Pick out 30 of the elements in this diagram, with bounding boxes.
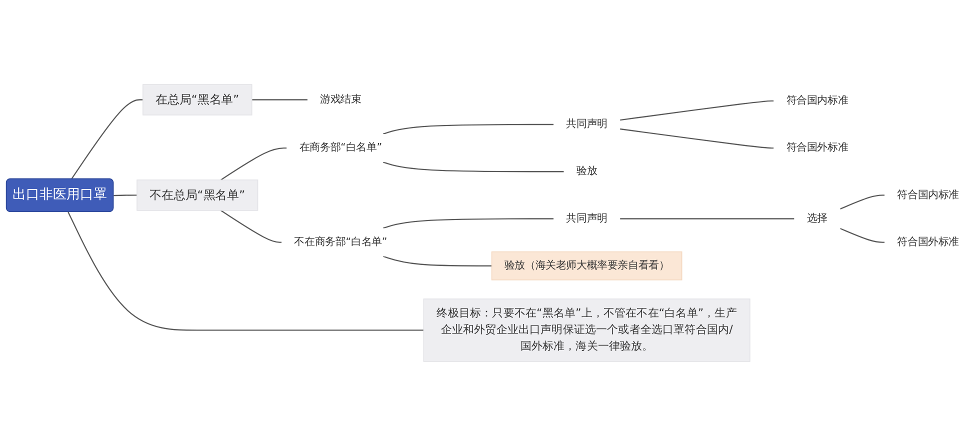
connector xyxy=(382,124,554,135)
connector xyxy=(70,99,143,180)
connector xyxy=(252,99,308,100)
node-text: 符合国外标准 xyxy=(897,236,959,248)
connector xyxy=(620,128,774,149)
connector xyxy=(382,162,564,172)
node-text: 验放 xyxy=(576,165,598,178)
connector xyxy=(840,228,885,243)
node-text: 选择 xyxy=(806,212,828,224)
connector xyxy=(840,194,885,210)
connector xyxy=(620,218,794,220)
connector xyxy=(220,210,282,243)
node-text: 符合国内标准 xyxy=(897,189,959,201)
node-text: 不在商务部“白名单” xyxy=(294,236,388,248)
node-text: 符合国内标准 xyxy=(786,94,848,107)
connector xyxy=(620,100,774,121)
connector xyxy=(382,256,492,266)
connector xyxy=(382,218,554,229)
node-text: 共同声明 xyxy=(566,118,608,130)
node-box: 验放（海关老师大概率要亲自看看） xyxy=(491,251,682,280)
node-box: 不在总局“黑名单” xyxy=(136,180,258,211)
connector xyxy=(220,147,287,180)
node-text: 符合国外标准 xyxy=(786,142,848,154)
node-text: 共同声明 xyxy=(566,212,608,224)
node-box: 在总局“黑名单” xyxy=(142,84,252,116)
connector xyxy=(68,212,424,331)
node-text: 在商务部“白名单” xyxy=(299,142,382,154)
connector xyxy=(114,194,137,196)
node-box: 终极目标：只要不在“黑名单”上，不管在不在“白名单”，生产企业和外贸企业出口声明保证选一个或者全选口罩符合国内/国外标准，海关一律验放。 xyxy=(423,298,750,362)
node-text: 游戏结束 xyxy=(320,94,362,106)
